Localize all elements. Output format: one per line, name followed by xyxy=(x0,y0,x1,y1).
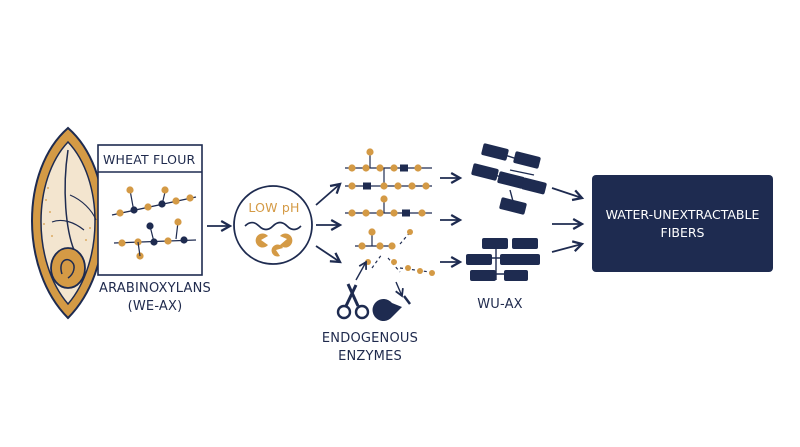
wu-ax-network-top xyxy=(471,143,547,215)
arrow-right-icon xyxy=(551,187,585,202)
polymer-chain-3 xyxy=(355,228,435,276)
result-label-line2: FIBERS xyxy=(660,224,705,240)
wheat-kernel-icon xyxy=(31,126,105,320)
arrow-right-icon xyxy=(315,245,342,264)
wheat-flour-box xyxy=(97,144,203,276)
result-label-line1: WATER-UNEXTRACTABLE xyxy=(605,206,760,222)
result-label: WATER-UNEXTRACTABLE FIBERS xyxy=(603,206,763,242)
arrow-right-icon xyxy=(551,240,585,253)
arabinoxylan-molecules xyxy=(111,186,197,260)
low-ph-label: LOW pH xyxy=(248,200,300,215)
arrow-right-icon xyxy=(315,182,342,206)
endogenous-enzymes-label: ENDOGENOUS ENZYMES xyxy=(318,330,422,366)
wave-icon xyxy=(244,221,302,231)
water-unextractable-fibers-box: WATER-UNEXTRACTABLE FIBERS xyxy=(592,175,773,272)
arrow-right-icon xyxy=(355,260,367,281)
enzymes-label-line2: ENZYMES xyxy=(338,349,402,364)
arabinoxylans-label-line1: ARABINOXYLANS xyxy=(98,281,212,296)
polymer-chain-1 xyxy=(345,148,432,190)
polymer-chain-2 xyxy=(345,195,432,217)
wu-ax-label: WU-AX xyxy=(477,297,523,312)
pacman-enzyme-icon xyxy=(372,295,411,321)
enzymes-label-line1: ENDOGENOUS xyxy=(321,331,419,346)
scissors-icon xyxy=(336,283,370,320)
wu-ax-network-bottom xyxy=(466,238,540,281)
arabinoxylans-label-line2: (WE-AX) xyxy=(127,299,183,314)
arabinoxylans-label: ARABINOXYLANS (WE-AX) xyxy=(96,280,214,316)
pacman-enzyme-icon xyxy=(255,233,293,257)
arrow-right-icon xyxy=(395,281,404,298)
wheat-flour-label: WHEAT FLOUR xyxy=(103,152,196,167)
